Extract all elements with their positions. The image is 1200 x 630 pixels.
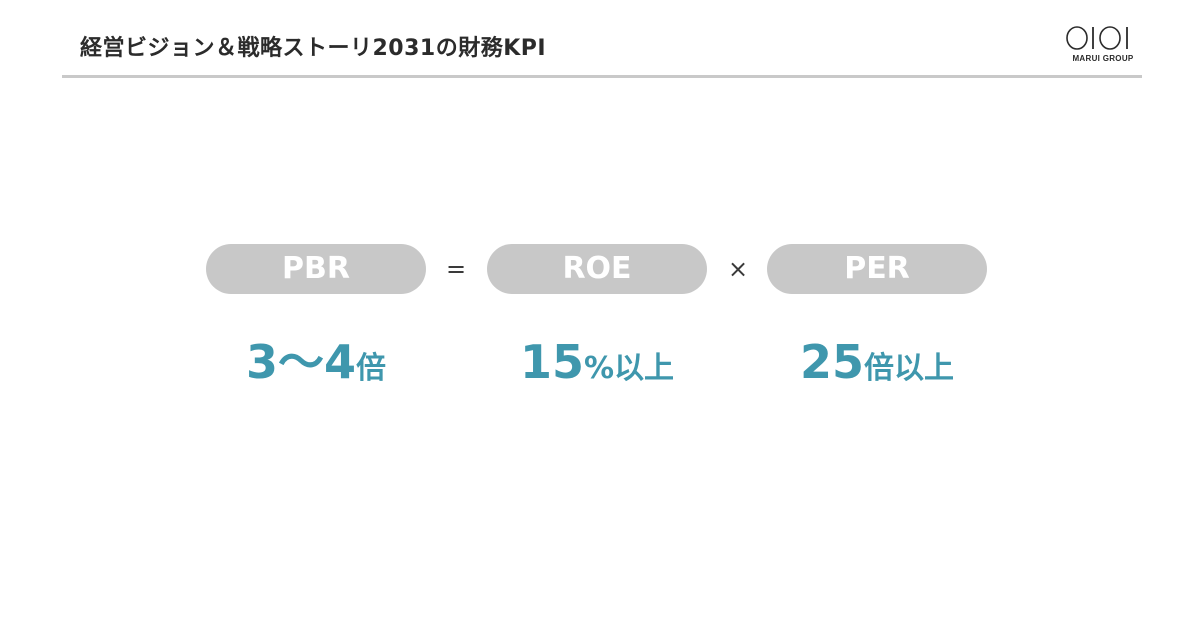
header-divider <box>62 75 1142 78</box>
pbr-target-unit: 倍 <box>356 351 386 386</box>
page-title: 経営ビジョン＆戦略ストーリ2031の財務KPI <box>80 36 547 61</box>
pbr-target-number: 3〜4 <box>245 335 356 389</box>
per-target-unit: 倍以上 <box>864 351 954 386</box>
roe-target-value: 15%以上 <box>487 332 707 392</box>
per-target-value: 25倍以上 <box>767 332 987 392</box>
oioi-logo-icon <box>1066 26 1128 50</box>
logo-subtext: MARUI GROUP <box>1072 54 1134 63</box>
pbr-target-value: 3〜4倍 <box>206 332 426 392</box>
company-logo: MARUI GROUP <box>1060 26 1146 66</box>
roe-target-number: 15 <box>519 335 584 389</box>
equals-operator: = <box>445 255 467 283</box>
per-pill: PER <box>767 244 987 294</box>
per-target-number: 25 <box>799 335 864 389</box>
times-operator: × <box>727 255 749 283</box>
roe-pill: ROE <box>487 244 707 294</box>
pbr-pill: PBR <box>206 244 426 294</box>
roe-target-unit: %以上 <box>583 351 675 386</box>
